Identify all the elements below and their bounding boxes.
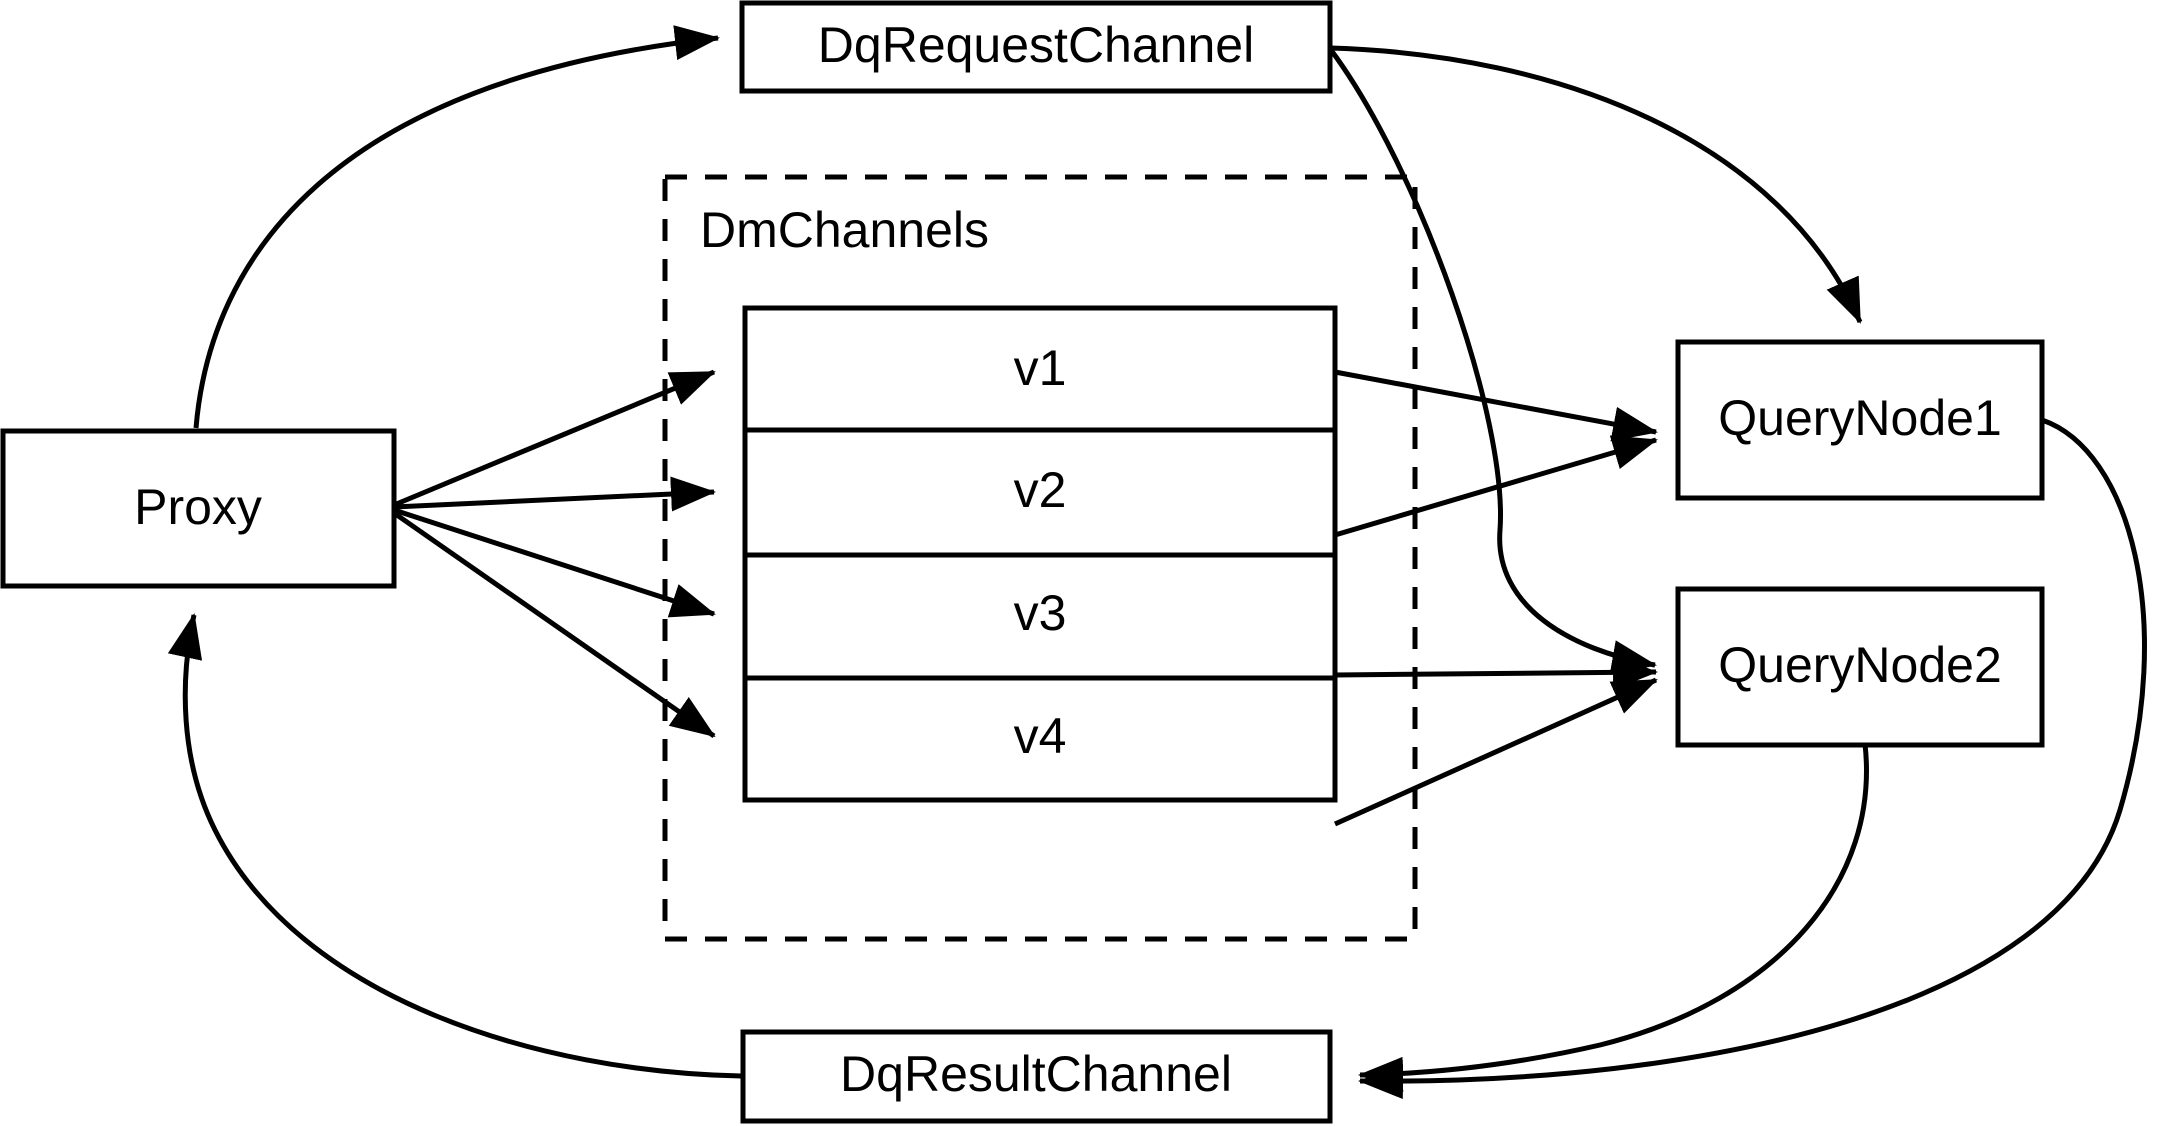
edge-dq-request-channel-to-query-node-2: [1328, 48, 1657, 675]
node-proxy[interactable]: Proxy: [0, 428, 397, 589]
proxy-label: Proxy: [134, 479, 262, 535]
node-dq-result-channel[interactable]: DqResultChannel: [740, 1029, 1333, 1124]
channel-row-v2[interactable]: v2: [1014, 462, 1067, 518]
edge-dq-request-channel-to-query-node-1: [1330, 45, 1863, 324]
query-node-2-label: QueryNode2: [1718, 637, 2002, 693]
edge-dq-result-channel-to-proxy: [167, 613, 742, 1079]
edge-v1-to-query-node-1: [1334, 369, 1658, 442]
edge-query-node-1-to-dq-result-channel: [1358, 417, 2147, 1099]
edge-proxy-to-v4: [392, 510, 716, 739]
edge-v2-to-query-node-1: [1334, 435, 1658, 538]
channel-label-v4: v4: [1014, 708, 1067, 764]
channel-label-v1: v1: [1014, 340, 1067, 396]
dm-channels-label: DmChannels: [700, 202, 989, 258]
channel-label-v2: v2: [1014, 462, 1067, 518]
channel-row-v1[interactable]: v1: [1014, 340, 1067, 396]
edge-proxy-to-v3: [393, 507, 716, 618]
channel-label-v3: v3: [1014, 585, 1067, 641]
dq-result-channel-label: DqResultChannel: [840, 1046, 1232, 1102]
edge-proxy-to-v1: [393, 369, 716, 508]
edge-proxy-to-v2: [393, 476, 716, 512]
channel-row-v3[interactable]: v3: [1014, 585, 1067, 641]
edge-proxy-to-dq-request-channel: [193, 25, 720, 429]
channel-row-v4[interactable]: v4: [1014, 708, 1067, 764]
group-dm-channels: DmChannels: [662, 174, 1418, 942]
node-dq-request-channel[interactable]: DqRequestChannel: [739, 0, 1333, 94]
node-query-node-2[interactable]: QueryNode2: [1675, 586, 2045, 748]
channel-stack: v1 v2 v3 v4: [742, 305, 1338, 803]
node-query-node-1[interactable]: QueryNode1: [1675, 339, 2045, 501]
edge-v4-to-query-node-2: [1333, 677, 1658, 827]
edge-query-node-2-to-dq-result-channel: [1358, 743, 1869, 1092]
query-node-1-label: QueryNode1: [1718, 390, 2002, 446]
dq-request-channel-label: DqRequestChannel: [818, 17, 1254, 73]
edge-v3-to-query-node-2: [1334, 654, 1658, 690]
